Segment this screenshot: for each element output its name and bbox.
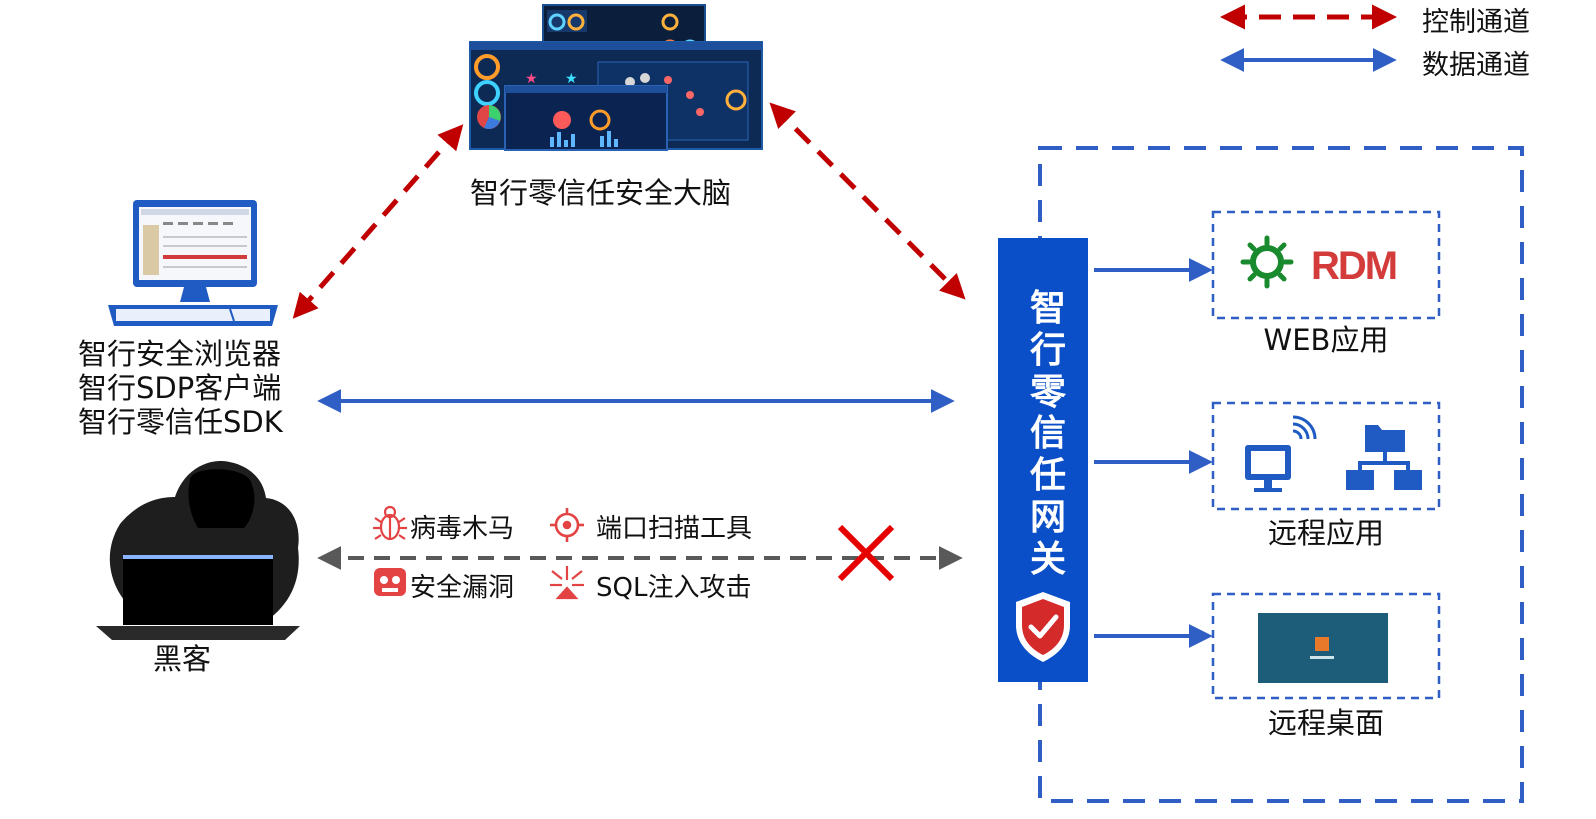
resource-zone-boundary <box>1038 146 1524 803</box>
threat-vulnerability-label: 安全漏洞 <box>410 573 515 603</box>
crosshair-icon <box>550 508 584 542</box>
bug-icon <box>373 505 407 541</box>
monitor-icon <box>108 200 278 326</box>
client-sdk-label: 智行零信任SDK <box>78 405 283 440</box>
shield-check-icon <box>1016 592 1070 662</box>
desktop-login-screen-icon <box>1258 613 1388 683</box>
client-sdp-label: 智行SDP客户端 <box>78 371 282 406</box>
legend-control-label: 控制通道 <box>1422 7 1530 38</box>
web-app-label: WEB应用 <box>1263 323 1389 357</box>
skull-icon <box>374 568 406 596</box>
control-channel-brain-client <box>292 124 464 319</box>
rdm-logo: RDM <box>1311 244 1396 288</box>
brain-label: 智行零信任安全大脑 <box>470 176 732 210</box>
threat-virus-label: 病毒木马 <box>410 514 515 544</box>
client-labels: 智行安全浏览器 智行SDP客户端 智行零信任SDK <box>78 337 283 440</box>
gear-logo-icon <box>1240 235 1294 289</box>
legend-data-label: 数据通道 <box>1422 50 1530 81</box>
injection-icon <box>550 566 584 600</box>
client-browser-label: 智行安全浏览器 <box>78 337 282 371</box>
gateway-label: 智行零信任网关 <box>1029 288 1066 580</box>
remote-app-box <box>1211 401 1441 511</box>
threat-sql-injection-label: SQL注入攻击 <box>596 573 752 603</box>
control-channel-brain-gateway <box>769 102 966 300</box>
svg-text:★: ★ <box>525 71 538 87</box>
hacker-label: 黑客 <box>153 642 212 676</box>
remote-desktop-label: 远程桌面 <box>1267 706 1384 740</box>
wifi-computer-icon <box>1245 415 1317 492</box>
svg-text:★: ★ <box>565 71 578 87</box>
network-folder-icon <box>1346 425 1422 490</box>
brain-dashboard-icon: ★ ★ <box>469 4 763 151</box>
threat-port-scan-label: 端口扫描工具 <box>596 514 753 544</box>
web-app-box <box>1211 210 1441 320</box>
remote-app-label: 远程应用 <box>1267 516 1384 550</box>
blocked-cross-icon <box>837 524 895 582</box>
hacker-icon <box>96 461 300 640</box>
legend <box>1220 4 1397 72</box>
remote-desktop-box <box>1211 592 1441 700</box>
